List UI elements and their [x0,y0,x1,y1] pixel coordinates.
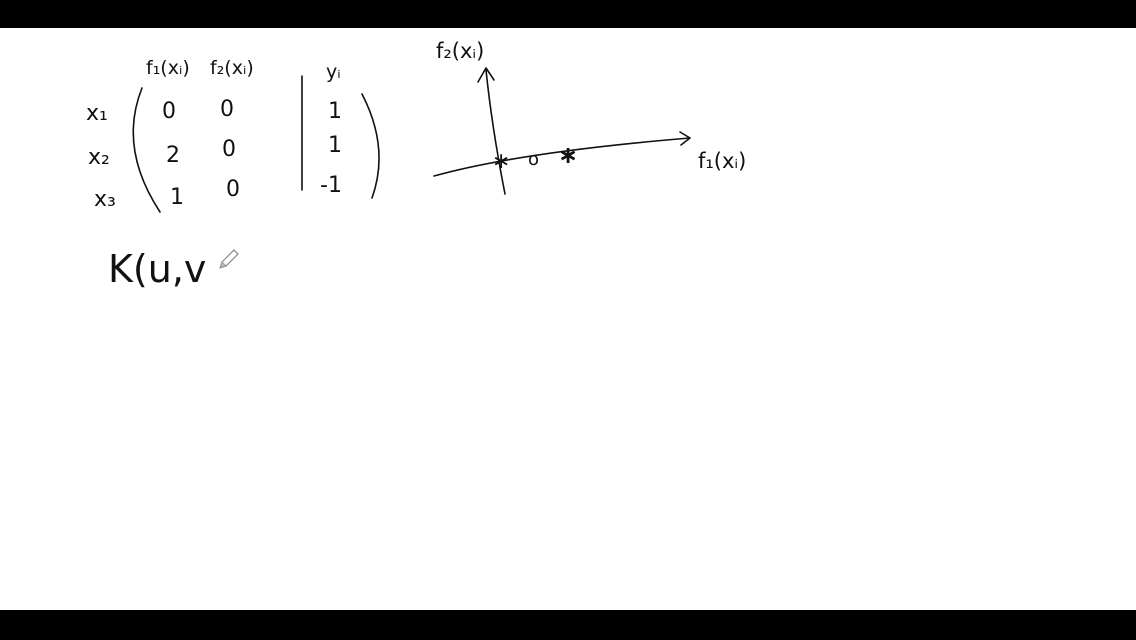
cell-r1-c2: 0 [220,97,234,122]
x-axis-line [433,137,691,177]
cell-r1-c1: 0 [162,99,176,124]
cell-r2-c2: 0 [222,137,236,162]
col-header-f1: f₁(xᵢ) [146,57,190,79]
cell-r3-c2: 0 [226,177,240,202]
col-header-f2: f₂(xᵢ) [210,57,254,79]
x-axis-arrowhead [679,131,691,146]
point-marker-x1: ∗ [492,149,510,174]
y-axis-arrowhead [477,67,495,83]
point-marker-x3: o [528,149,539,170]
col-header-y: yᵢ [326,61,341,83]
letterbox-bottom [0,610,1136,640]
x-axis-label: f₁(xᵢ) [698,149,746,173]
whiteboard-canvas[interactable]: f₁(xᵢ) f₂(xᵢ) yᵢ x₁ x₂ x₃ 0 0 1 2 0 1 1 … [0,28,1136,610]
kernel-formula: K(u,v [108,247,206,291]
right-parenthesis [361,93,380,199]
y-axis-label: f₂(xᵢ) [436,39,484,63]
cell-r3-c1: 1 [170,185,184,210]
letterbox-top [0,0,1136,28]
drawing-layer: f₁(xᵢ) f₂(xᵢ) yᵢ x₁ x₂ x₃ 0 0 1 2 0 1 1 … [86,39,746,291]
point-marker-x2: ∗ [558,141,578,169]
row-label-x1: x₁ [86,101,108,126]
left-parenthesis [132,87,161,213]
cell-r1-c3: 1 [328,99,342,124]
cell-r2-c1: 2 [166,143,180,168]
row-label-x3: x₃ [94,187,116,212]
cell-r2-c3: 1 [328,133,342,158]
cell-r3-c3: -1 [320,173,342,198]
matrix-table: f₁(xᵢ) f₂(xᵢ) yᵢ x₁ x₂ x₃ 0 0 1 2 0 1 1 … [86,57,380,213]
formula-group: K(u,v [108,247,239,291]
pencil-icon [219,249,239,269]
feature-space-graph: f₂(xᵢ) f₁(xᵢ) ∗ o ∗ [433,39,746,195]
y-axis-line [485,69,506,195]
row-label-x2: x₂ [88,145,110,170]
